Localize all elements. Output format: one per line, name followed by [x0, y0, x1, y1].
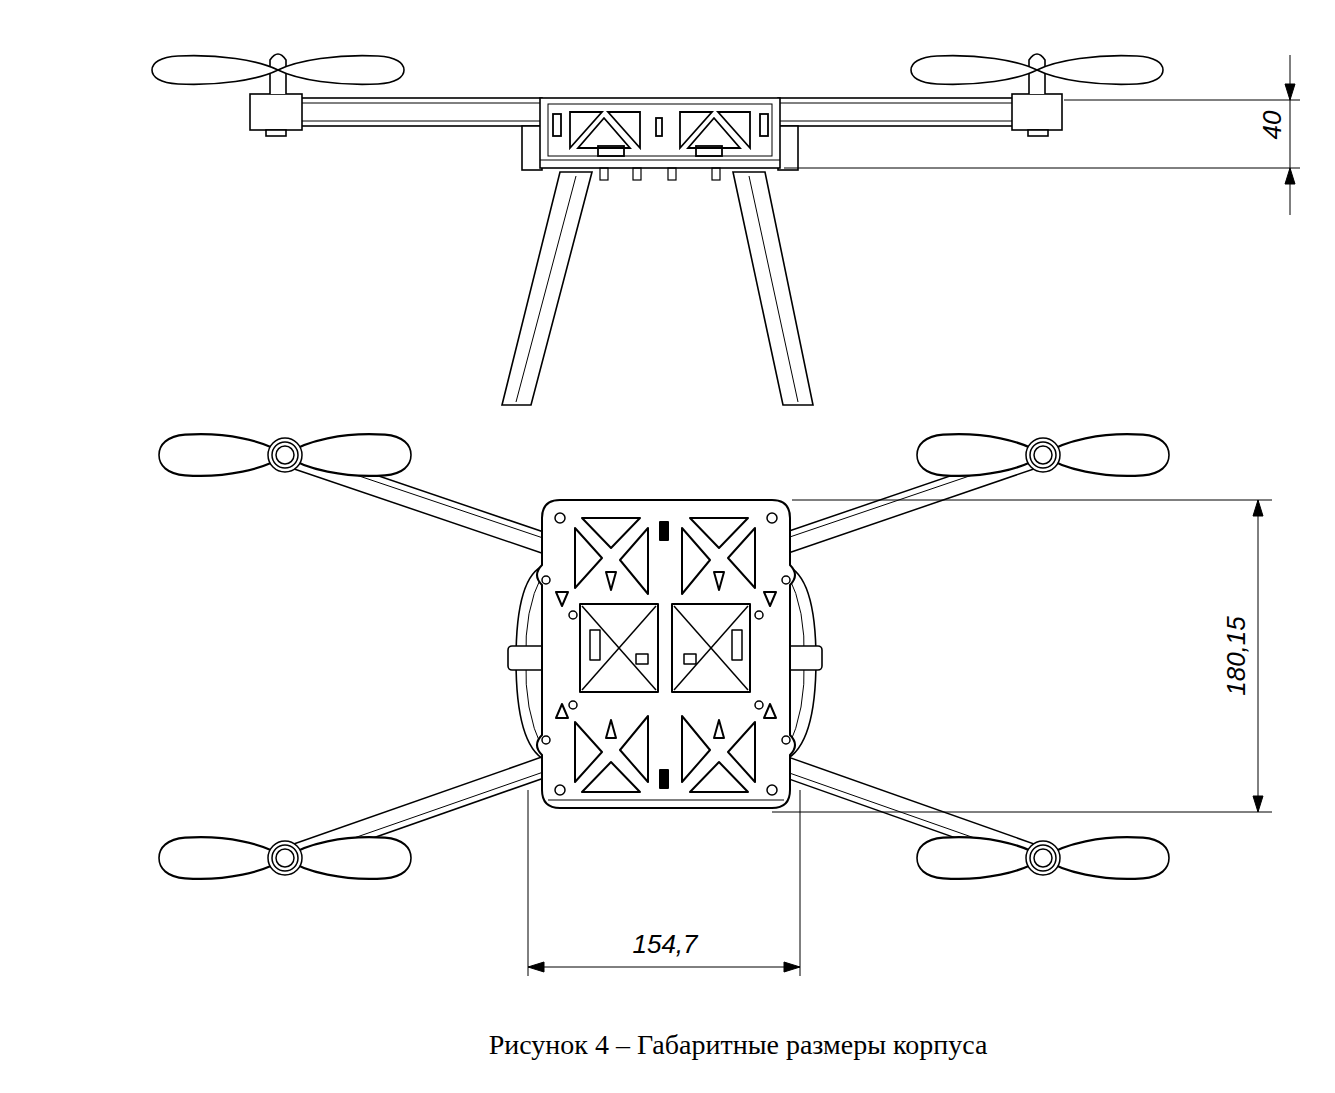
extension-line: [528, 790, 529, 976]
arrowhead: [1253, 500, 1263, 516]
dimension-180-15: [772, 500, 1272, 812]
propeller: [917, 434, 1169, 476]
top-view: [285, 452, 1043, 861]
mounting-holes: [542, 513, 790, 795]
leg-edge: [516, 176, 576, 402]
propeller: [152, 56, 404, 85]
body-plate: [537, 500, 795, 808]
dimension-value: 154,7: [630, 931, 699, 957]
extension-line: [800, 790, 801, 976]
extension-line: [772, 812, 1272, 813]
arms: [285, 452, 1043, 861]
leg-edge: [749, 176, 798, 402]
dimension-line: [528, 967, 800, 968]
landing-leg: [502, 172, 592, 405]
extension-line: [792, 500, 1272, 501]
dimension-value: 180,15: [1223, 614, 1249, 698]
body-inner: [548, 104, 772, 156]
dimension-40: [784, 55, 1300, 215]
propeller: [917, 837, 1169, 879]
dimension-line: [1258, 500, 1259, 812]
spacers: [600, 168, 720, 180]
arm: [778, 98, 1014, 126]
arrowhead: [1285, 84, 1295, 100]
side-bracket: [522, 126, 542, 170]
side-view: [250, 54, 1062, 405]
mount-bolt: [266, 130, 286, 136]
motor-mount: [1012, 94, 1062, 130]
arrowhead: [1253, 796, 1263, 812]
arm: [300, 98, 542, 126]
side-bracket: [778, 126, 798, 170]
dimension-value: 40: [1259, 109, 1285, 142]
motor-mount: [250, 94, 302, 130]
bottom-plate: [540, 160, 780, 161]
landing-leg: [733, 172, 813, 405]
body-cutouts: [553, 112, 768, 156]
propeller: [159, 434, 411, 476]
arrowhead: [528, 962, 544, 972]
dimension-line: [1290, 55, 1291, 215]
arm-edge: [778, 121, 1014, 122]
arrowhead: [784, 962, 800, 972]
figure-caption: Рисунок 4 – Габаритные размеры корпуса: [489, 1030, 988, 1061]
dimension-154-7: [528, 790, 800, 976]
arrowhead: [1285, 168, 1295, 184]
mount-bolt: [1028, 130, 1048, 136]
arm-edge: [778, 103, 1014, 104]
plate-edge: [548, 800, 784, 801]
extension-line: [784, 168, 1300, 169]
plate-cutouts: [556, 518, 776, 792]
arm-edge: [300, 103, 542, 104]
extension-line: [1064, 100, 1300, 101]
arm-edge: [300, 121, 542, 122]
motor-shaft: [270, 54, 286, 94]
body-frame: [540, 98, 780, 168]
propeller: [159, 837, 411, 879]
motor-shaft: [1029, 54, 1045, 94]
propeller: [911, 56, 1163, 85]
